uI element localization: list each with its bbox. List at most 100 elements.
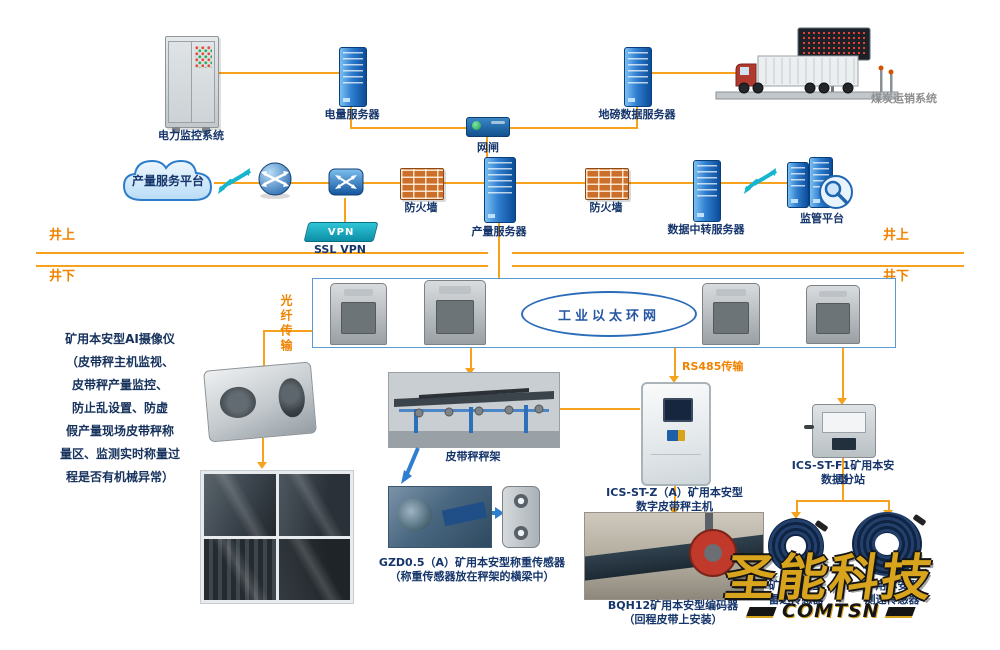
weighbridge-server-icon (624, 47, 652, 107)
sensor-right-label-2: 测速传感器 (864, 593, 920, 606)
surface-boundary-line (512, 252, 964, 254)
mine-substation-illustration (702, 283, 760, 345)
arrow-down-icon (837, 398, 847, 405)
power-monitor-label: 电力监控系统 (158, 129, 224, 142)
firewall-icon (400, 168, 444, 200)
cctv-cell (278, 538, 350, 600)
host-label-1: ICS-ST-Z（A）矿用本安型 (606, 486, 743, 499)
connector-line (506, 127, 638, 129)
fiber-line (263, 330, 312, 332)
sensor-left-label-2: 雷达传感器 (768, 593, 824, 606)
power-cabinet-illustration (165, 36, 219, 133)
substation-cable (804, 425, 814, 429)
connector-line (350, 127, 470, 129)
ssl-vpn-label: SSL VPN (314, 243, 366, 256)
mine-camera-illustration (203, 361, 317, 443)
connector-line (796, 500, 890, 502)
encoder-label-1: BQH12矿用本安型编码器 (607, 599, 739, 612)
encoder-mount-arm (705, 513, 713, 537)
supervision-server-icon (787, 162, 809, 208)
cctv-monitor-grid (200, 470, 354, 604)
connector-line (262, 438, 264, 464)
watermark-bar (884, 606, 916, 616)
watermark-bar (746, 606, 777, 616)
vpn-device-label: VPN (327, 226, 355, 238)
production-server-icon (484, 157, 516, 223)
camera-note-line: 量区、监测实时称量过 (59, 447, 180, 461)
belt-scale-host-illustration (641, 382, 711, 486)
camera-note-line: 程是否有机械异常） (65, 470, 174, 484)
connector-line (842, 346, 844, 400)
arrow-down-icon (257, 462, 267, 469)
connector-line (344, 198, 346, 224)
cctv-cell (204, 474, 276, 536)
truck-scale-drawing (715, 27, 899, 100)
mine-substation-illustration (330, 283, 387, 345)
connector-line (842, 456, 844, 502)
sensor-coil-illustration (768, 518, 824, 574)
cloud-label: 产量服务平台 (131, 174, 204, 188)
loadcell-label-1: GZD0.5（A）矿用本安型称重传感器 (378, 556, 566, 569)
belt-scale-photo (388, 372, 560, 448)
router-icon (255, 162, 295, 204)
connector-line (498, 222, 500, 278)
connector-line (674, 482, 676, 510)
host-screen (663, 398, 693, 422)
encoder-photo (584, 512, 764, 600)
encoder-label-2: （回程皮带上安装） (623, 613, 723, 626)
connector-line (217, 72, 339, 74)
watermark-brand-text: COMTSN (782, 600, 880, 622)
weighbridge-server-label: 地磅数据服务器 (598, 108, 676, 121)
cabinet-indicator-lights (195, 46, 212, 68)
load-cell-illustration (502, 486, 540, 548)
firewall-right-label: 防火墙 (589, 201, 623, 214)
cctv-cell (204, 538, 276, 600)
host-logo (667, 430, 685, 441)
gateway-label: 网闸 (477, 141, 499, 154)
supervision-label: 监管平台 (800, 212, 844, 225)
conveyor-closeup-photo (388, 486, 492, 548)
surface-label-right: 井上 (882, 228, 909, 243)
magnifier-icon (818, 174, 854, 214)
arrow-down-icon (791, 512, 801, 519)
camera-note-line: 假产量现场皮带秤称 (65, 424, 174, 438)
fiber-line (263, 330, 265, 368)
connector-line (350, 106, 352, 128)
connector-line (486, 136, 488, 160)
sensor-left-label-1: 矿用本安型 (768, 579, 824, 592)
connector-line (470, 346, 472, 370)
fiber-transmission-label: 光纤传输 (279, 294, 293, 354)
loadcell-label-2: （称重传感器放在秤架的横梁中） (389, 570, 555, 583)
substation-screen (831, 438, 857, 450)
power-server-label: 电量服务器 (324, 108, 380, 121)
surface-boundary-line (36, 265, 488, 267)
mine-substation-illustration (806, 285, 860, 344)
belt-frame-label: 皮带秤秤架 (445, 450, 501, 463)
connector-line (636, 106, 638, 128)
production-server-label: 产量服务器 (471, 225, 527, 238)
underground-label-left: 井下 (48, 269, 75, 284)
mine-substation-illustration (424, 280, 486, 345)
camera-note-block: 矿用本安型AI摄像仪 （皮带秤主机监视、 皮带秤产量监控、 防止乱设置、防虚 假… (58, 328, 182, 489)
lightning-link-icon (218, 168, 252, 198)
connector-line (652, 72, 738, 74)
connector-line (888, 500, 890, 512)
arrow-down-icon (669, 376, 679, 383)
lightning-link-icon (744, 168, 778, 198)
surface-label-left: 井上 (48, 228, 75, 243)
cctv-cell (278, 474, 350, 536)
switch-icon (328, 166, 364, 202)
substation-label-2: 数据分站 (821, 473, 865, 486)
vpn-device-icon: VPN (303, 222, 379, 242)
blue-arrow-icon (398, 446, 424, 490)
watermark-brand-en: COMTSN (746, 600, 916, 622)
firewall-left-label: 防火墙 (404, 201, 438, 214)
substation-label-1: ICS-ST-F1矿用本安型 (791, 459, 895, 486)
camera-note-line: （皮带秤主机监视、 (65, 355, 174, 369)
gateway-device-icon (466, 117, 510, 137)
relay-server-label: 数据中转服务器 (667, 223, 745, 236)
sensor-right-label-1: 矿用本安型 (864, 579, 920, 592)
substation-plate (821, 412, 867, 433)
relay-server-icon (693, 160, 721, 222)
